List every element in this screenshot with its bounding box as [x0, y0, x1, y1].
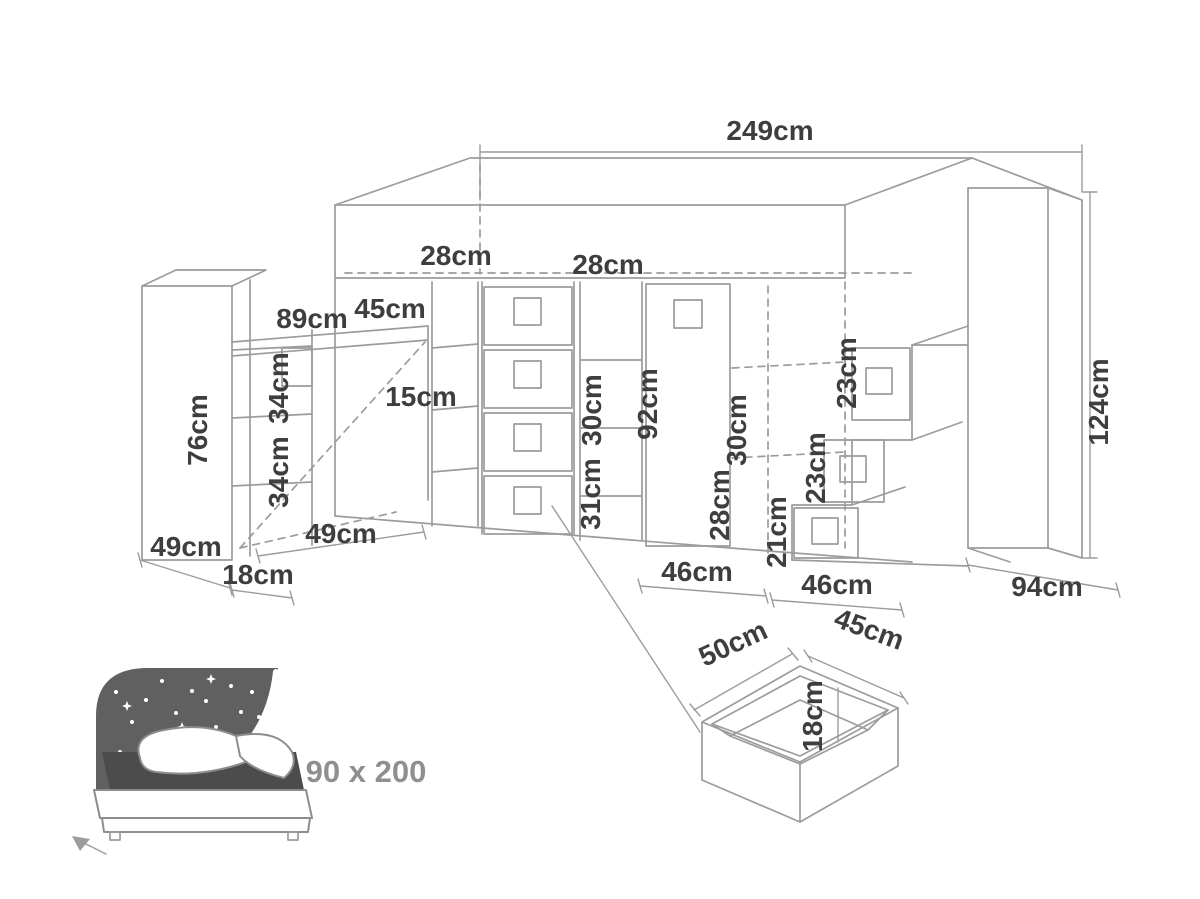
- arrow-head: [72, 836, 90, 851]
- drawer-detail: [689, 647, 909, 823]
- dim-left-unit-height: 76cm: [182, 394, 213, 466]
- dim-overall-depth: 94cm: [1011, 571, 1083, 602]
- dim-desk-top-depth: 45cm: [354, 293, 426, 324]
- wardrobe-door: [645, 283, 731, 547]
- drawer-1-handle: [513, 297, 542, 326]
- drawer-1: [483, 286, 573, 346]
- dim-desk-pullout-depth: 49cm: [305, 518, 377, 549]
- desk-unit: [141, 269, 429, 561]
- dim-desk-width: 89cm: [276, 303, 348, 334]
- drawer-3-handle: [513, 423, 542, 452]
- under-bed-storage: [334, 277, 913, 563]
- upper-bed-frame: [334, 157, 973, 549]
- stair-drawer-bottom: [793, 507, 859, 559]
- stair-drawer-middle: [823, 439, 885, 503]
- dim-overall-width: 249cm: [726, 115, 813, 146]
- dim-under-bed-gap-lower: 28cm: [704, 469, 735, 541]
- right-end-panel: [967, 157, 1083, 563]
- stair-drawer-middle-handle: [839, 455, 867, 483]
- dimension-lines: [137, 144, 1121, 733]
- dim-cubby-gap-upper: 30cm: [576, 374, 607, 446]
- desk-niche: [281, 347, 313, 387]
- dim-step-height-bottom: 21cm: [761, 496, 792, 568]
- dim-drawer-depth: 45cm: [830, 602, 908, 656]
- dim-overall-height: 124cm: [1083, 358, 1114, 445]
- mattress-size-label: 90 x 200: [306, 754, 427, 789]
- bed-base: [93, 789, 313, 819]
- detail-leader-line: [551, 505, 701, 733]
- dim-drawer-width: 50cm: [694, 614, 772, 672]
- dim-bay-width-right: 46cm: [801, 569, 873, 600]
- drawer-2-handle: [513, 360, 542, 389]
- pillow: [137, 726, 252, 775]
- storage-stairs: [791, 325, 969, 567]
- dim-drawer-height: 18cm: [797, 680, 828, 752]
- drawer-4-handle: [513, 486, 542, 515]
- dim-middle-shelf-gap: 15cm: [385, 381, 457, 412]
- drawer-2: [483, 349, 573, 409]
- duvet: [235, 733, 295, 779]
- dim-upper-frame-right: 28cm: [572, 249, 644, 280]
- wardrobe-handle: [673, 299, 703, 329]
- dim-left-unit-depth: 49cm: [150, 531, 222, 562]
- dim-left-shelf-gap-upper: 34cm: [263, 352, 294, 424]
- loft-bed-wireframe: [141, 157, 1083, 567]
- stair-drawer-bottom-handle: [811, 517, 839, 545]
- drawer-4: [483, 475, 573, 535]
- drawer-3: [483, 412, 573, 472]
- dimension-labels: 249cm 28cm 28cm 89cm 45cm 76cm 34cm 34cm…: [150, 115, 1114, 789]
- dim-left-shelf-gap-lower: 34cm: [263, 436, 294, 508]
- dim-left-panel-thickness: 18cm: [222, 559, 294, 590]
- stair-drawer-top-handle: [865, 367, 893, 395]
- dim-under-bed-gap-upper: 30cm: [721, 394, 752, 466]
- stair-drawer-top: [851, 347, 911, 421]
- dim-step-height-middle: 23cm: [800, 432, 831, 504]
- dim-cubby-gap-lower: 31cm: [575, 458, 606, 530]
- dim-bay-width-left: 46cm: [661, 556, 733, 587]
- bed-size-icon: [72, 668, 313, 855]
- dim-step-height-top: 23cm: [831, 337, 862, 409]
- dim-upper-frame-left: 28cm: [420, 240, 492, 271]
- dim-wardrobe-height: 92cm: [632, 368, 663, 440]
